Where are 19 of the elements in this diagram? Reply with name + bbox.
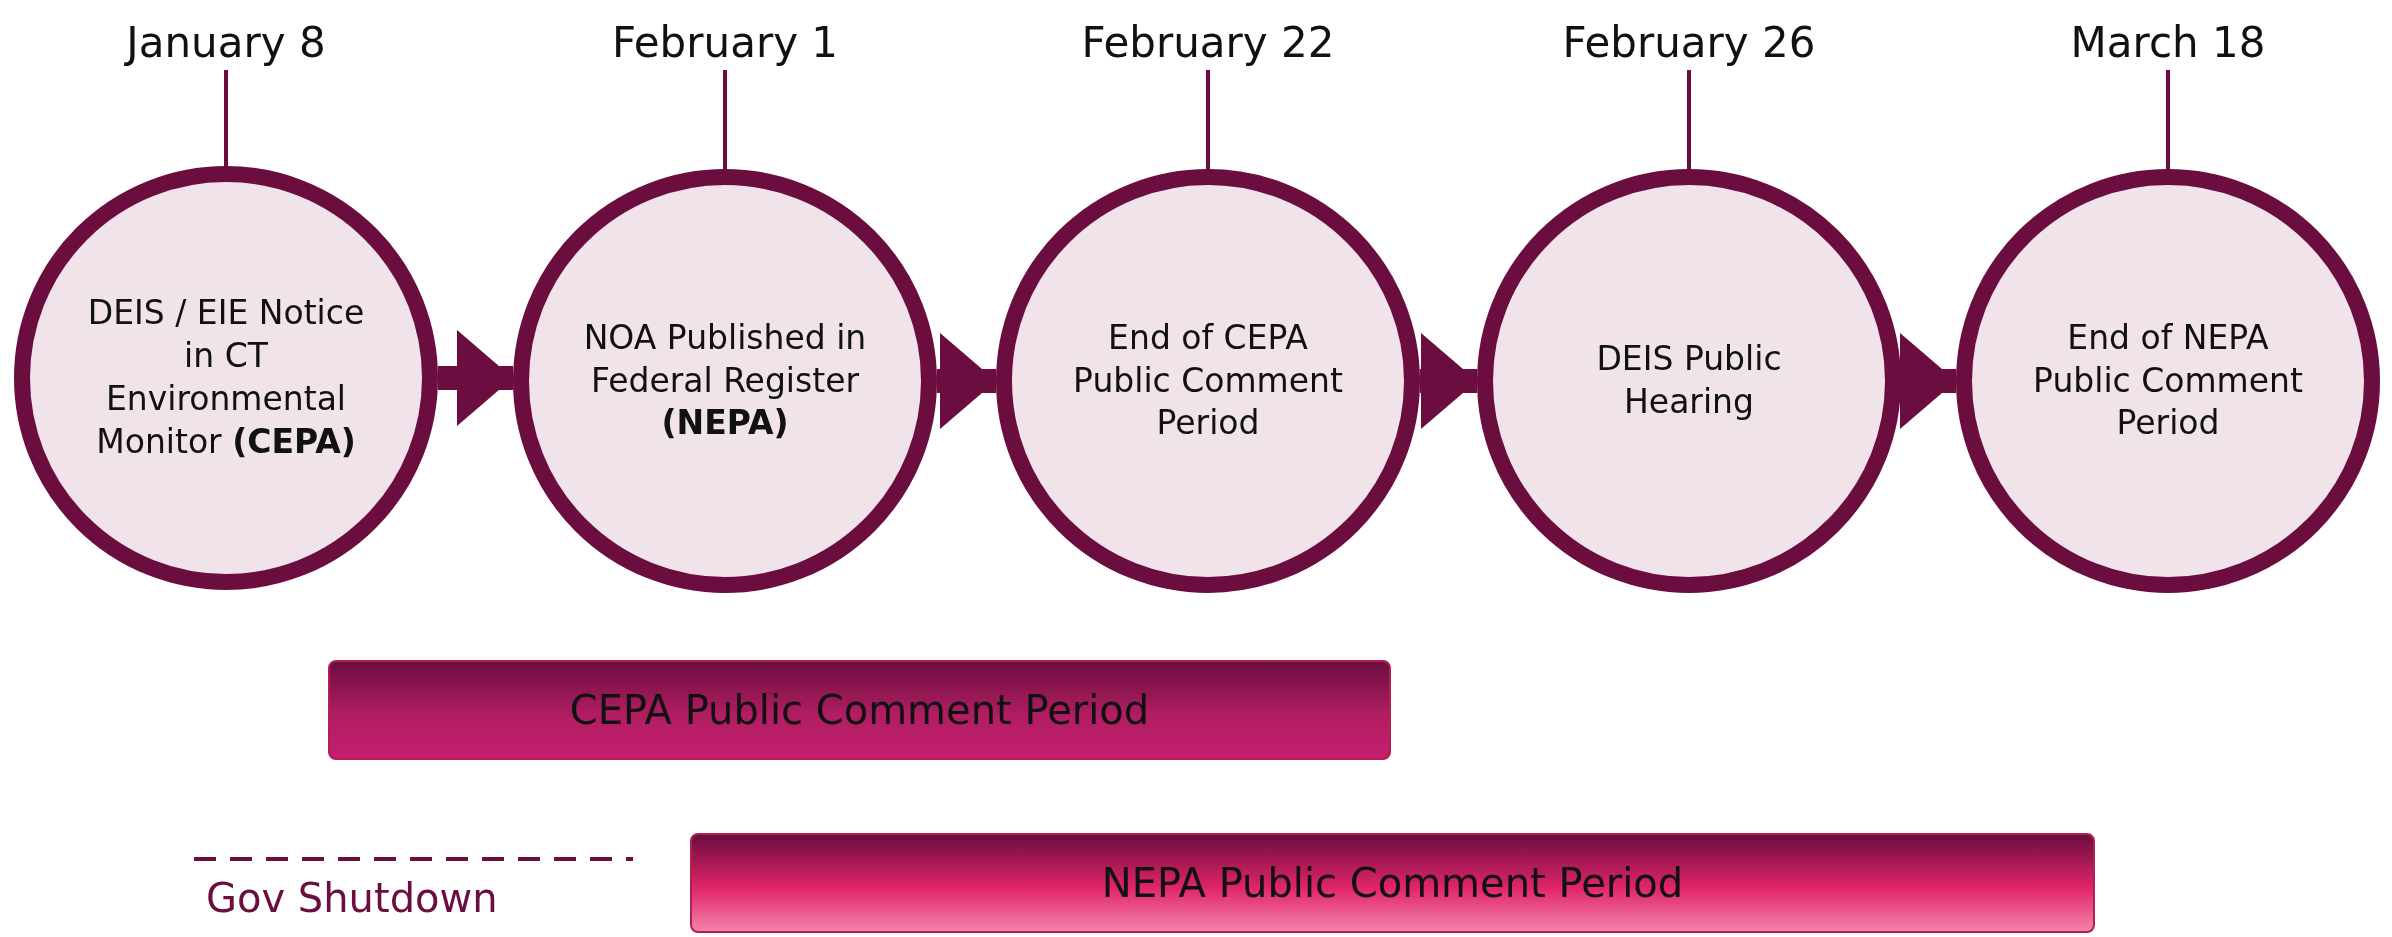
- period-bar: [690, 833, 2095, 933]
- arrow: [438, 330, 513, 426]
- date-label: February 1: [610, 18, 840, 67]
- date-label: February 22: [1080, 18, 1336, 67]
- event-text: NOA Published in Federal Register (NEPA): [582, 316, 868, 445]
- legend-text: Gov Shutdown: [206, 875, 498, 921]
- bar-label: NEPA Public Comment Period: [1101, 860, 1684, 906]
- date-label: February 26: [1561, 18, 1817, 67]
- period-bar: [328, 660, 1391, 760]
- arrow: [1900, 333, 1956, 429]
- event-text: End of CEPA Public Comment Period: [1072, 316, 1344, 445]
- bar-label: CEPA Public Comment Period: [569, 687, 1150, 733]
- event-text: DEIS / EIE Notice in CT Environmental Monitor (CEPA): [86, 292, 366, 463]
- date-label: March 18: [2069, 18, 2267, 67]
- event-text: DEIS Public Hearing: [1595, 338, 1783, 423]
- arrow: [937, 333, 996, 429]
- date-label: January 8: [123, 18, 327, 67]
- event-text: End of NEPA Public Comment Period: [2032, 316, 2304, 445]
- arrow: [1420, 333, 1477, 429]
